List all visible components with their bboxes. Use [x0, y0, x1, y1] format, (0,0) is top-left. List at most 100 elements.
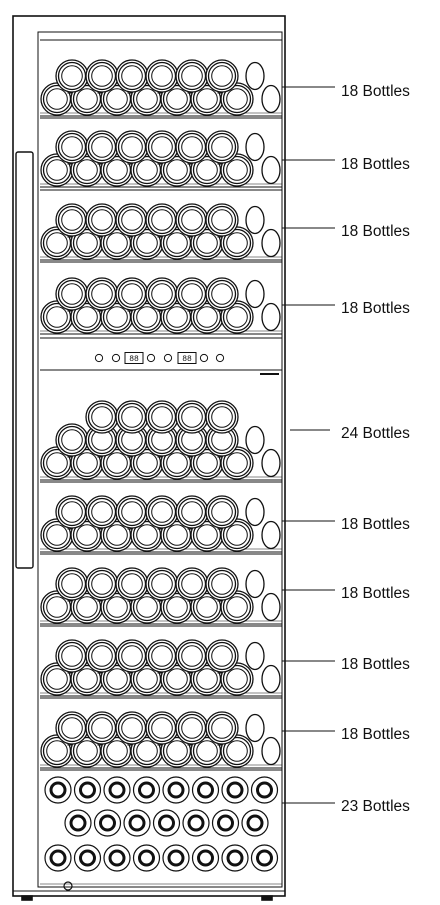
bottle: [222, 84, 252, 114]
control-button: [199, 353, 209, 363]
bottle-rim: [61, 136, 83, 158]
bottle-angled: [261, 592, 281, 622]
bottle-rim: [76, 668, 98, 690]
bottle: [117, 497, 147, 527]
bottle: [177, 641, 207, 671]
upright-bottle-cap: [79, 781, 96, 799]
bottle: [177, 569, 207, 599]
bottle-rim: [196, 306, 218, 328]
upright-bottle-cap: [108, 781, 126, 799]
zone-label: 18 Bottles: [341, 726, 410, 743]
bottle-rim: [136, 306, 158, 328]
control-button: [215, 353, 225, 363]
bottle-rim: [106, 88, 128, 110]
bottle-rim: [196, 88, 218, 110]
bottle-rim: [151, 501, 173, 523]
bottle-rim: [166, 596, 188, 618]
zone-1: [40, 39, 335, 117]
bottle-rim: [196, 740, 218, 762]
upright-bottle-cap: [197, 849, 214, 867]
bottle: [57, 713, 87, 743]
bottle-rim: [196, 232, 218, 254]
bottle-angled: [245, 132, 265, 162]
bottle: [87, 497, 117, 527]
bottle-angled: [261, 520, 281, 550]
bottle: [207, 205, 237, 235]
bottle-rim: [46, 159, 68, 181]
bottle-rim: [136, 524, 158, 546]
bottle-angled: [245, 425, 265, 455]
bottle-rim: [181, 209, 203, 231]
bottle: [207, 402, 237, 432]
bottle-rim: [226, 668, 248, 690]
bottle-rim: [121, 645, 143, 667]
zone-2: [40, 117, 335, 188]
zone-label: 18 Bottles: [341, 585, 410, 602]
bottle-rim: [61, 645, 83, 667]
bottle-angled: [245, 61, 265, 91]
upright-bottle-cap: [217, 814, 234, 832]
bottle-angled: [245, 641, 265, 671]
bottle-rim: [91, 406, 113, 428]
bottle: [147, 205, 177, 235]
bottle-rim: [211, 65, 233, 87]
bottle: [147, 402, 177, 432]
bottle-angled: [261, 84, 281, 114]
bottle-rim: [76, 452, 98, 474]
bottle-rim: [166, 524, 188, 546]
bottle-rim: [91, 501, 113, 523]
bottle-rim: [76, 88, 98, 110]
bottle-rim: [226, 232, 248, 254]
bottle-rim: [121, 283, 143, 305]
bottle: [177, 61, 207, 91]
bottle-rim: [61, 573, 83, 595]
bottle: [57, 497, 87, 527]
bottle-rim: [181, 65, 203, 87]
bottle: [222, 592, 252, 622]
upright-bottle-cap: [138, 849, 155, 867]
bottle-rim: [106, 668, 128, 690]
bottle-rim: [166, 668, 188, 690]
upright-bottle-cap: [167, 849, 185, 867]
bottle: [222, 155, 252, 185]
control-button: [111, 353, 121, 363]
bottle-rim: [136, 596, 158, 618]
zone-label: 18 Bottles: [341, 656, 410, 673]
bottle-rim: [181, 406, 203, 428]
bottle: [57, 279, 87, 309]
bottle-angled: [261, 155, 281, 185]
zone-label: 18 Bottles: [341, 83, 410, 100]
bottle-rim: [46, 306, 68, 328]
bottle: [147, 497, 177, 527]
bottle-angled: [261, 664, 281, 694]
bottle: [222, 448, 252, 478]
bottle-rim: [211, 573, 233, 595]
door-handle: [15, 151, 34, 569]
cabinet-outer: [12, 15, 286, 897]
bottle-rim: [181, 573, 203, 595]
bottle-rim: [46, 596, 68, 618]
foot-left: [21, 895, 33, 901]
bottle-rim: [151, 573, 173, 595]
zones: [40, 39, 335, 888]
bottle-rim: [91, 65, 113, 87]
zone-label: 18 Bottles: [341, 223, 410, 240]
bottle-rim: [226, 88, 248, 110]
bottle-rim: [196, 596, 218, 618]
bottle-rim: [151, 283, 173, 305]
bottle-rim: [61, 283, 83, 305]
bottle-rim: [226, 452, 248, 474]
bottle-rim: [166, 306, 188, 328]
bottle-rim: [91, 717, 113, 739]
control-button: [94, 353, 104, 363]
bottle-rim: [91, 645, 113, 667]
bottle: [222, 520, 252, 550]
bottle: [207, 713, 237, 743]
bottle: [87, 713, 117, 743]
bottle: [177, 279, 207, 309]
bottle-rim: [106, 740, 128, 762]
bottle: [57, 132, 87, 162]
bottle-rim: [226, 596, 248, 618]
bottle-rim: [46, 232, 68, 254]
bottle-angled: [245, 205, 265, 235]
